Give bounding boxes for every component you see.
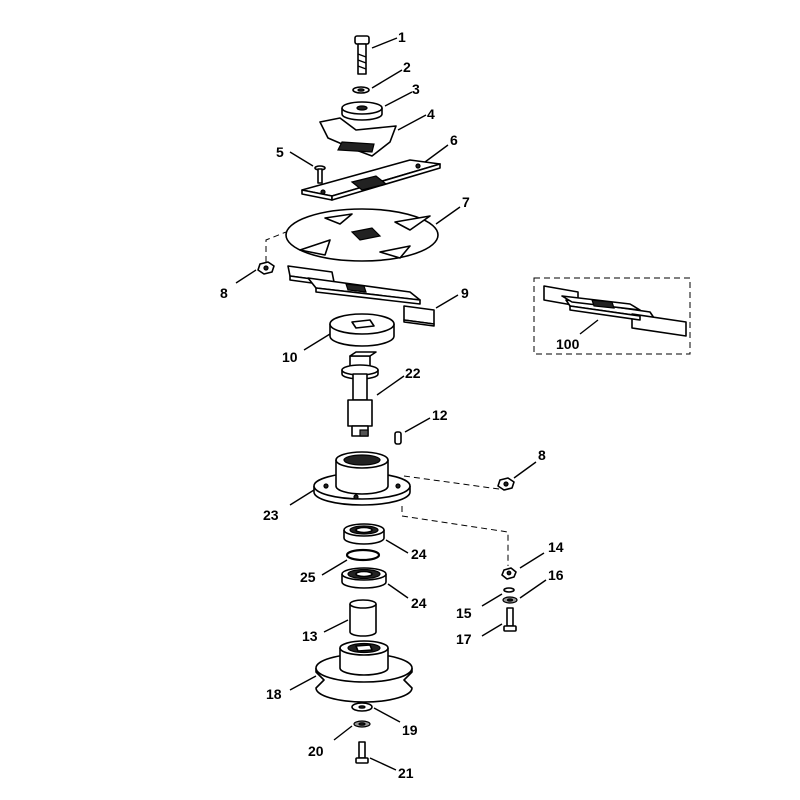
part-4-blade-adapter: [319, 117, 397, 157]
label-24-lower: 24: [411, 595, 427, 611]
part-19-washer: [351, 702, 373, 712]
label-16: 16: [548, 567, 564, 583]
part-14-nut: [501, 567, 517, 580]
label-8-upper: 8: [220, 285, 228, 301]
label-13: 13: [302, 628, 318, 644]
part-1-bolt: [354, 35, 370, 75]
label-8-lower: 8: [538, 447, 546, 463]
label-20: 20: [308, 743, 324, 759]
label-22: 22: [405, 365, 421, 381]
part-8-nut-lower: [497, 477, 515, 491]
label-21: 21: [398, 765, 414, 781]
label-18: 18: [266, 686, 282, 702]
label-100: 100: [556, 336, 580, 352]
label-23: 23: [263, 507, 279, 523]
part-17-bolt: [503, 607, 517, 632]
part-24-bearing-upper: [343, 523, 385, 545]
part-7-disc: [285, 208, 439, 262]
part-15-lock-washer: [503, 587, 515, 593]
part-18-pulley: [315, 640, 413, 703]
label-5: 5: [276, 144, 284, 160]
part-24-bearing-lower: [341, 567, 387, 589]
label-9: 9: [461, 285, 469, 301]
label-1: 1: [398, 29, 406, 45]
part-9-blade: [287, 265, 435, 327]
label-25: 25: [300, 569, 316, 585]
part-2-washer: [352, 86, 370, 94]
part-8-nut-upper: [257, 261, 275, 275]
part-25-snap-ring: [345, 548, 381, 562]
label-24-upper: 24: [411, 546, 427, 562]
label-6: 6: [450, 132, 458, 148]
part-10-hub: [329, 313, 395, 347]
label-3: 3: [412, 81, 420, 97]
label-14: 14: [548, 539, 564, 555]
label-7: 7: [462, 194, 470, 210]
part-22-spindle-shaft: [341, 351, 379, 437]
label-10: 10: [282, 349, 298, 365]
label-12: 12: [432, 407, 448, 423]
part-100-inset: [533, 277, 691, 355]
part-12-key: [394, 431, 402, 445]
part-23-housing: [313, 451, 411, 506]
label-15: 15: [456, 605, 472, 621]
label-4: 4: [427, 106, 435, 122]
part-13-spacer-tube: [349, 599, 377, 637]
label-2: 2: [403, 59, 411, 75]
part-5-screw: [314, 165, 326, 184]
part-21-bolt: [355, 741, 369, 764]
part-3-spacer: [341, 101, 383, 121]
part-20-lock-washer: [353, 720, 371, 728]
label-19: 19: [402, 722, 418, 738]
label-17: 17: [456, 631, 472, 647]
part-16-washer: [502, 596, 518, 604]
part-6-plate: [301, 159, 441, 201]
